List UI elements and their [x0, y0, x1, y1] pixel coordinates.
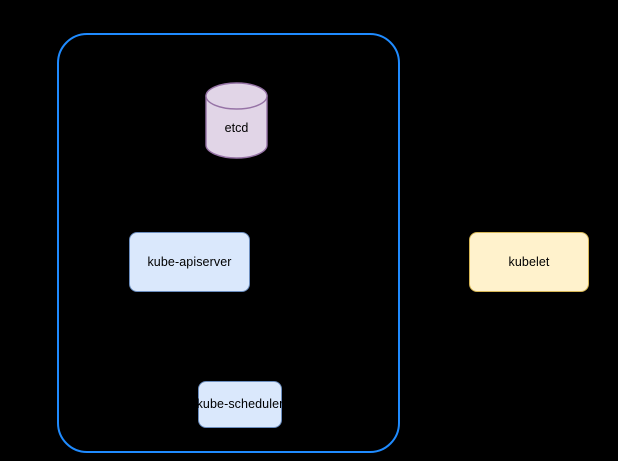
node-kube-apiserver[interactable]: kube-apiserver: [129, 232, 250, 292]
node-kube-scheduler-label: kube-scheduler: [196, 397, 284, 411]
node-kube-scheduler[interactable]: kube-scheduler: [196, 381, 284, 428]
cylinder-shape: [205, 82, 268, 159]
node-kubelet-label: kubelet: [508, 254, 550, 269]
control-plane-boundary: [57, 33, 400, 453]
node-kubelet[interactable]: kubelet: [469, 232, 589, 292]
node-kube-apiserver-label: kube-apiserver: [147, 254, 232, 269]
node-etcd[interactable]: etcd: [205, 82, 268, 159]
